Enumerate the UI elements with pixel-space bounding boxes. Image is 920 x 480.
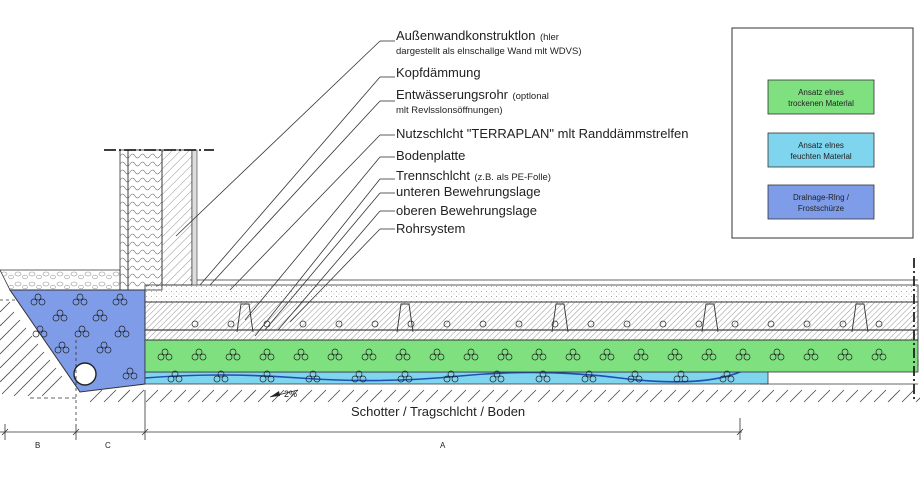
drainage-gravel-clusters <box>30 293 138 380</box>
svg-text:Außenwandkonstruktlon (hler: Außenwandkonstruktlon (hler <box>396 27 559 44</box>
callout-head-insulation: Kopfdämmung <box>396 65 481 80</box>
slope-indicator: 2% <box>269 389 299 399</box>
svg-text:mlt Revlsslonsöffnungen): mlt Revlsslonsöffnungen) <box>396 105 503 116</box>
dry-gravel-clusters <box>157 348 887 383</box>
dimension-line <box>0 340 744 440</box>
legend: Ansatz elnes trockenen Materlal Ansatz e… <box>731 27 914 239</box>
svg-text:Entwässerungsrohr (optlonal: Entwässerungsrohr (optlonal <box>396 86 549 103</box>
dimension-b: B <box>35 441 40 450</box>
outer-wall <box>104 149 214 291</box>
slope-label: 2% <box>284 389 297 399</box>
legend-item-wet: Ansatz elnes feuchten Materlal <box>767 132 875 168</box>
callout-separating-layer: Trennschlcht (z.B. als PE-Folle) <box>396 167 551 184</box>
drain-pipe-circle <box>73 362 97 386</box>
callout-floor-slab: Bodenplatte <box>396 148 465 163</box>
dimension-a: A <box>440 441 446 450</box>
dry-layer <box>144 339 919 373</box>
ground-label: Schotter / Tragschlcht / Boden <box>351 404 525 419</box>
svg-text:Ansatz elnes: Ansatz elnes <box>798 141 844 150</box>
callout-wearing-layer: Nutzschlcht "TERRAPLAN" mlt Randdämmstre… <box>396 126 688 141</box>
legend-item-drainage: Dralnage-Rlng / Frostschürze <box>767 184 875 220</box>
svg-text:trockenen Materlal: trockenen Materlal <box>788 99 854 108</box>
legend-swatch-dry <box>767 79 875 115</box>
svg-text:feuchten Materlal: feuchten Materlal <box>790 152 852 161</box>
callout-exterior-wall: Außenwandkonstruktlon (hler dargestellt … <box>396 27 582 57</box>
legend-item-dry: Ansatz elnes trockenen Materlal <box>767 79 875 115</box>
legend-swatch-wet <box>767 132 875 168</box>
floor-slab <box>144 279 919 341</box>
callout-pipe-system: Rohrsystem <box>396 221 465 236</box>
callout-drain-pipe: Entwässerungsrohr (optlonal mlt Revlsslo… <box>396 86 549 116</box>
callout-lower-rebar: unteren Bewehrungslage <box>396 184 541 199</box>
legend-swatch-drainage <box>767 184 875 220</box>
callout-upper-rebar: oberen Bewehrungslage <box>396 203 537 218</box>
svg-text:dargestellt als elnschallge Wa: dargestellt als elnschallge Wand mlt WDV… <box>396 46 582 57</box>
leader-lines <box>175 40 395 337</box>
svg-text:Dralnage-Rlng /: Dralnage-Rlng / <box>793 193 850 202</box>
svg-text:Ansatz elnes: Ansatz elnes <box>798 88 844 97</box>
svg-text:Frostschürze: Frostschürze <box>798 204 845 213</box>
dimension-c: C <box>105 441 111 450</box>
